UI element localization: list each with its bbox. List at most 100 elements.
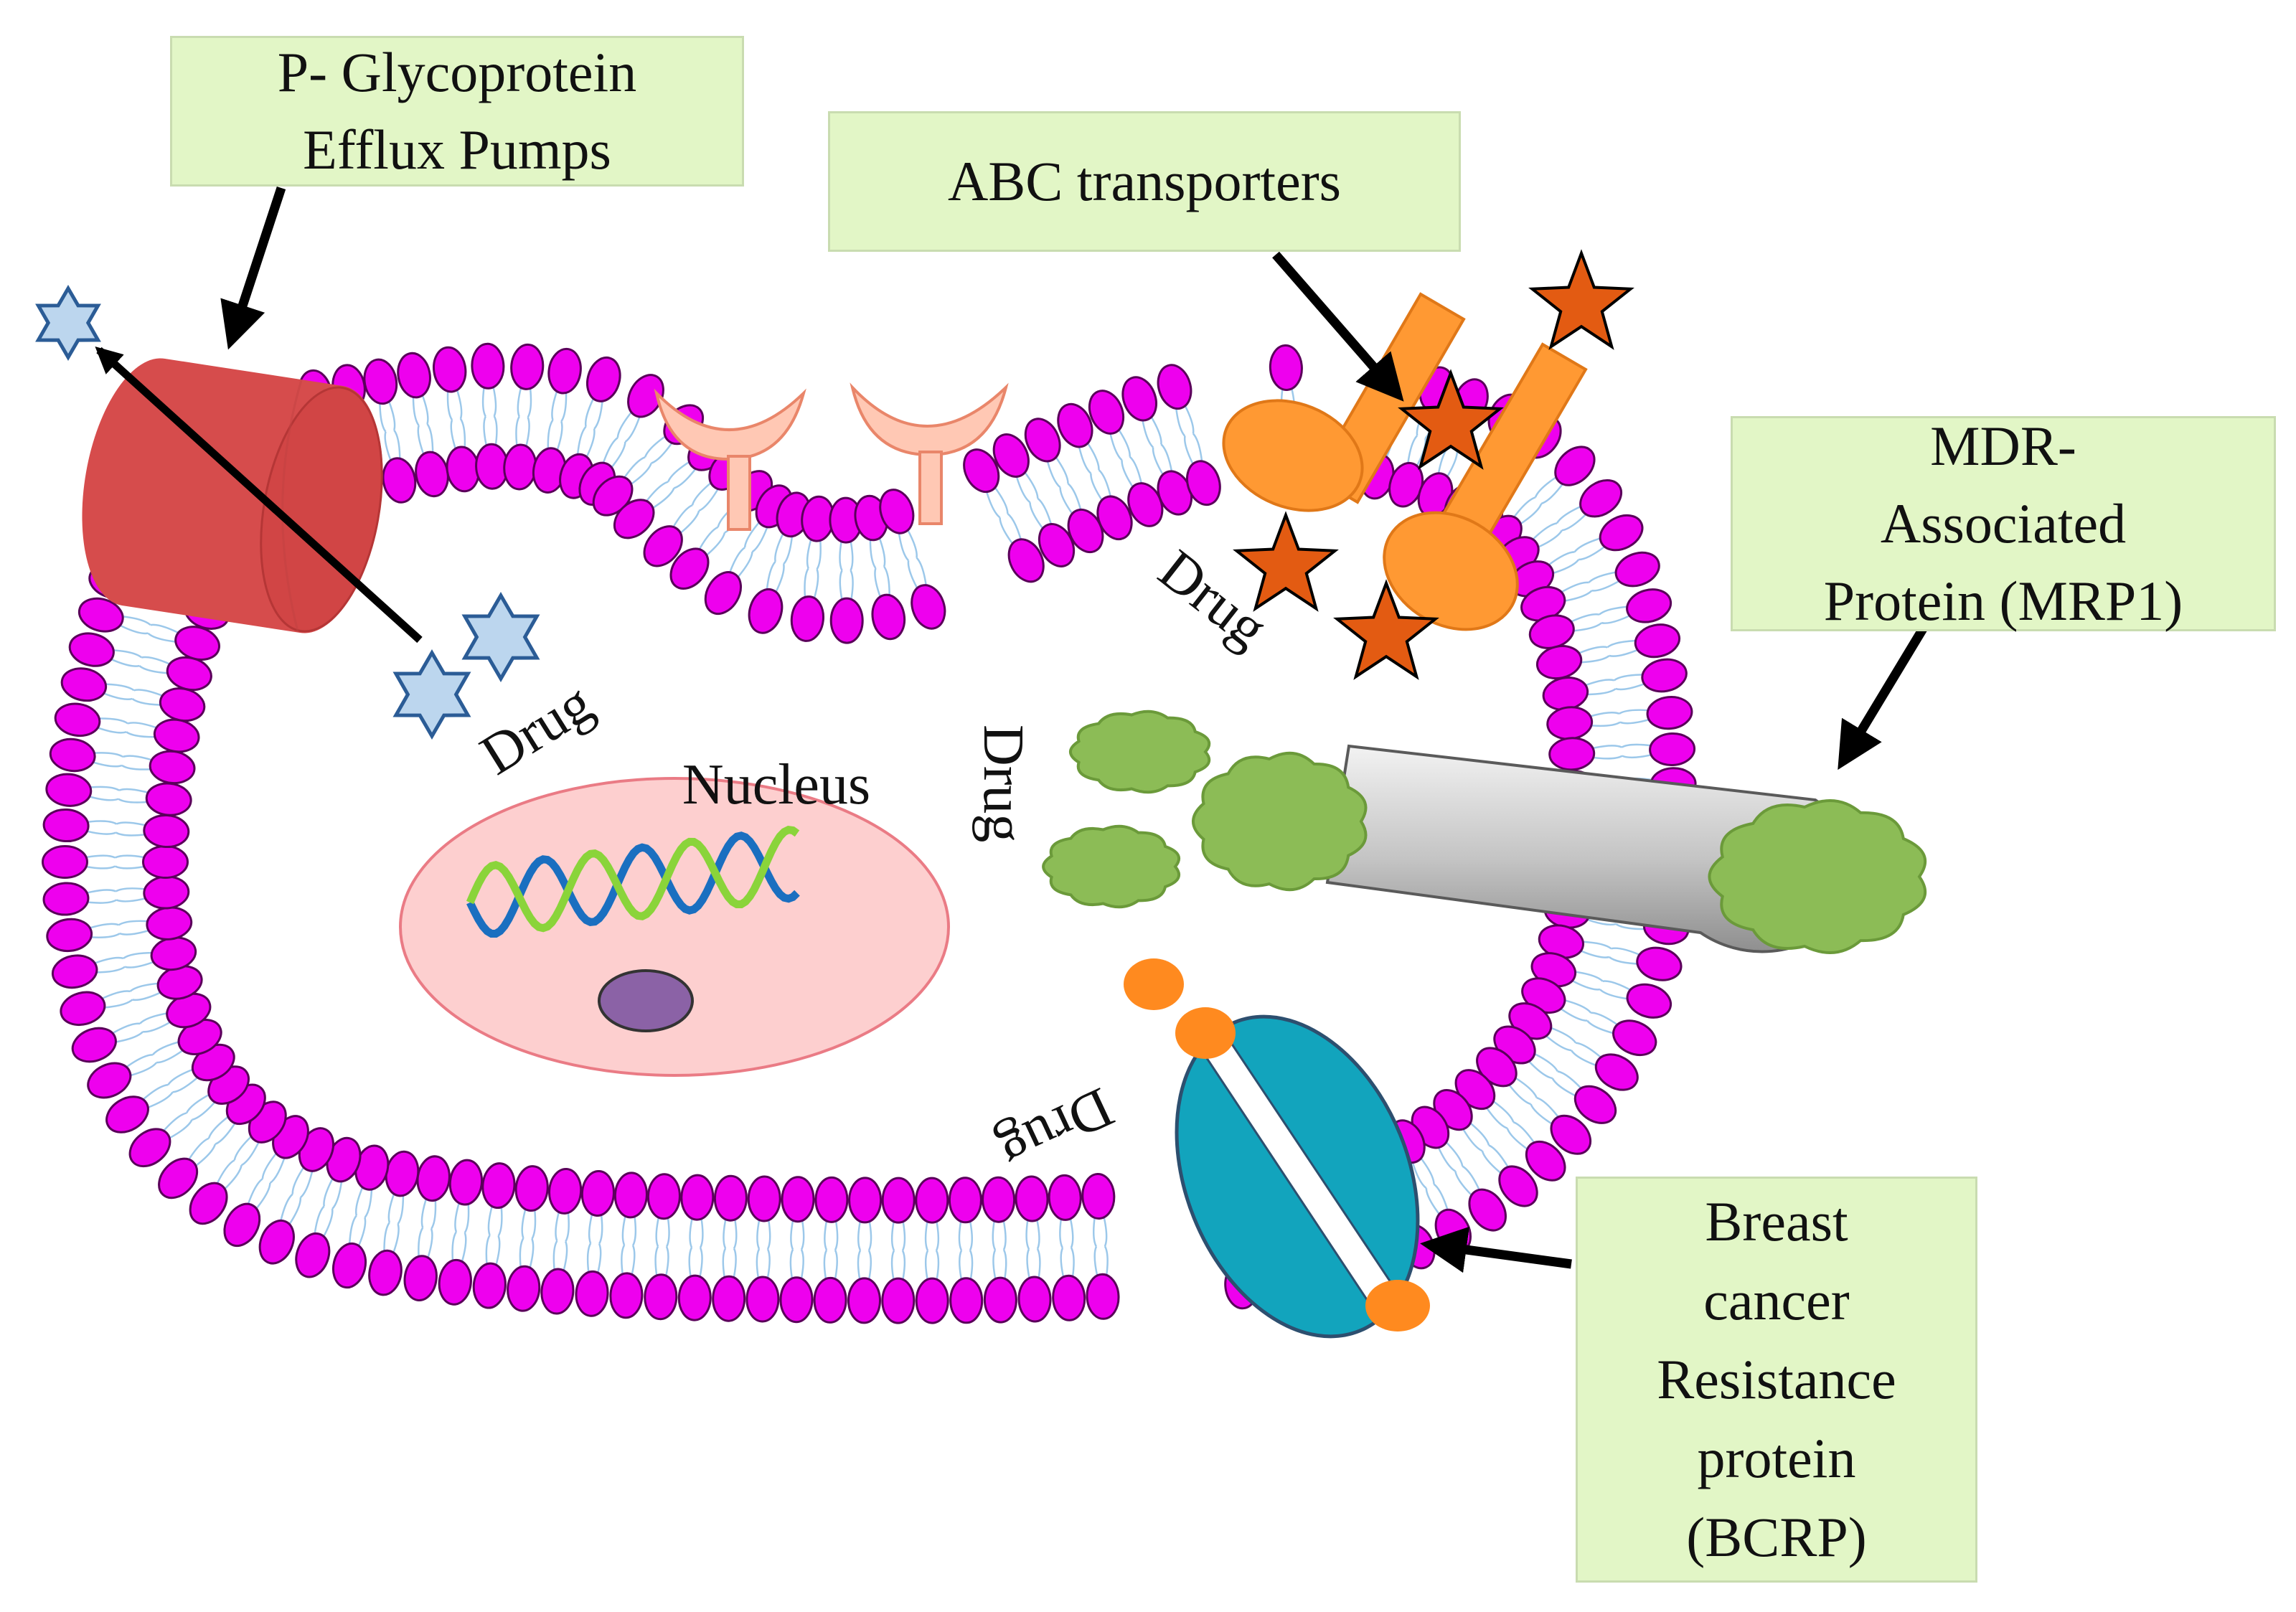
pgp-efflux-pump [82,358,383,633]
lipid-head [747,1175,781,1222]
cloud-blob-icon [1708,799,1927,954]
lipid-head [871,593,906,641]
abc-callout-arrow [1272,251,1404,402]
callout-line: Efflux Pumps [303,118,611,181]
orange-drug-dot [1175,1007,1236,1059]
callout-line: ABC transporters [947,150,1342,212]
callout-p-glycoprotein: P- Glycoprotein Efflux Pumps [170,36,744,187]
lipid-head [1498,1165,1538,1207]
lipid-head [448,1159,484,1206]
lipid-head [87,1062,132,1099]
lipid-head [1269,344,1303,391]
orange-star-icon [1233,511,1339,612]
blue-star-icon [461,592,540,682]
lipid-head [1626,983,1672,1019]
lipid-head [1641,658,1688,693]
lipid-head [1636,946,1683,981]
lipid-head [149,750,196,785]
lipid-head [382,457,417,504]
lipid-head [1626,588,1672,623]
lipid-head [1048,1174,1082,1221]
lipid-head [60,667,108,702]
lipid-head [963,448,1000,494]
callout-line: Resistance [1657,1348,1896,1410]
lipid-head [1550,1114,1592,1155]
bcrp-callout-arrow [1420,1226,1572,1273]
lipid-head [415,451,449,498]
lipid-head [295,1232,331,1278]
lipid-head [153,718,200,753]
lipid-head [948,1177,982,1224]
lipid-head [385,1150,420,1197]
lipid-head [433,346,467,393]
lipid-head [189,1182,228,1225]
lipid-head [1088,390,1125,435]
lipid-head [1096,495,1133,541]
lipid-head [1579,479,1623,518]
lipid-head [77,597,124,633]
lipid-head [915,1277,949,1324]
mrp-callout-arrow [1838,614,1934,770]
lipid-head [1612,1019,1657,1057]
lipid-head [613,499,655,539]
lipid-head [609,1272,644,1319]
bcrp-channel [1175,1014,1420,1339]
lipid-head [748,588,784,634]
lipid-head [471,342,505,390]
lipid-head [704,571,743,616]
cloud-blob-icon [1068,710,1211,794]
lipid-head [548,1167,583,1215]
dna-strand-green [466,826,800,933]
lipid-head [42,845,88,879]
lipid-head [992,433,1030,478]
drug-label-pgp: Drug [470,671,603,788]
blue-star-icon [392,649,471,740]
lipid-head [1599,514,1644,552]
lipid-head [814,1176,849,1223]
callout-abc-transporters: ABC transporters [828,111,1461,252]
lipid-head [158,1157,199,1199]
lipid-head [949,1277,984,1324]
lipid-head [363,358,398,405]
lipid-head [1121,376,1157,422]
orange-star-icon [1528,249,1634,350]
orange-drug-dot [1365,1280,1430,1331]
drug-label-bcrp: Drug [989,1075,1122,1182]
lipid-head [547,347,582,395]
nucleus [399,777,950,1077]
lipid-head [779,1276,814,1324]
lipid-head [142,845,189,879]
callout-line: (BCRP) [1686,1506,1867,1568]
lipid-head [881,1277,916,1324]
lipid-head [159,687,206,722]
lipid-head [680,1174,715,1221]
lipid-head [677,1274,712,1321]
lipid-head [643,525,683,567]
lipid-head [646,1173,681,1220]
lipid-head [580,1170,615,1217]
lipid-head [481,1162,516,1210]
receptor-left [654,388,806,531]
lipid-head [1634,623,1681,659]
lipid-head [510,343,545,390]
lipid-head [68,632,115,667]
nucleolus [598,969,694,1032]
lipid-head [575,1270,609,1317]
lipid-head [745,1276,780,1323]
callout-line: Associated [1880,492,2127,555]
lipid-head [847,1277,882,1324]
lipid-head [507,1265,541,1312]
cloud-blob-icon [1192,751,1368,892]
lipid-head [1573,1085,1617,1124]
lipid-head [1015,1175,1049,1222]
lipid-head [1086,1273,1120,1320]
lipid-head [45,773,93,807]
lipid-head [881,1177,916,1224]
lipid-head [1468,1188,1507,1232]
callout-mrp1: MDR- Associated Protein (MRP1) [1731,415,2276,632]
lipid-head [128,1128,171,1168]
callout-line: cancer [1703,1269,1850,1331]
callout-line: MDR- [1930,415,2076,477]
lipid-head [258,1219,295,1265]
